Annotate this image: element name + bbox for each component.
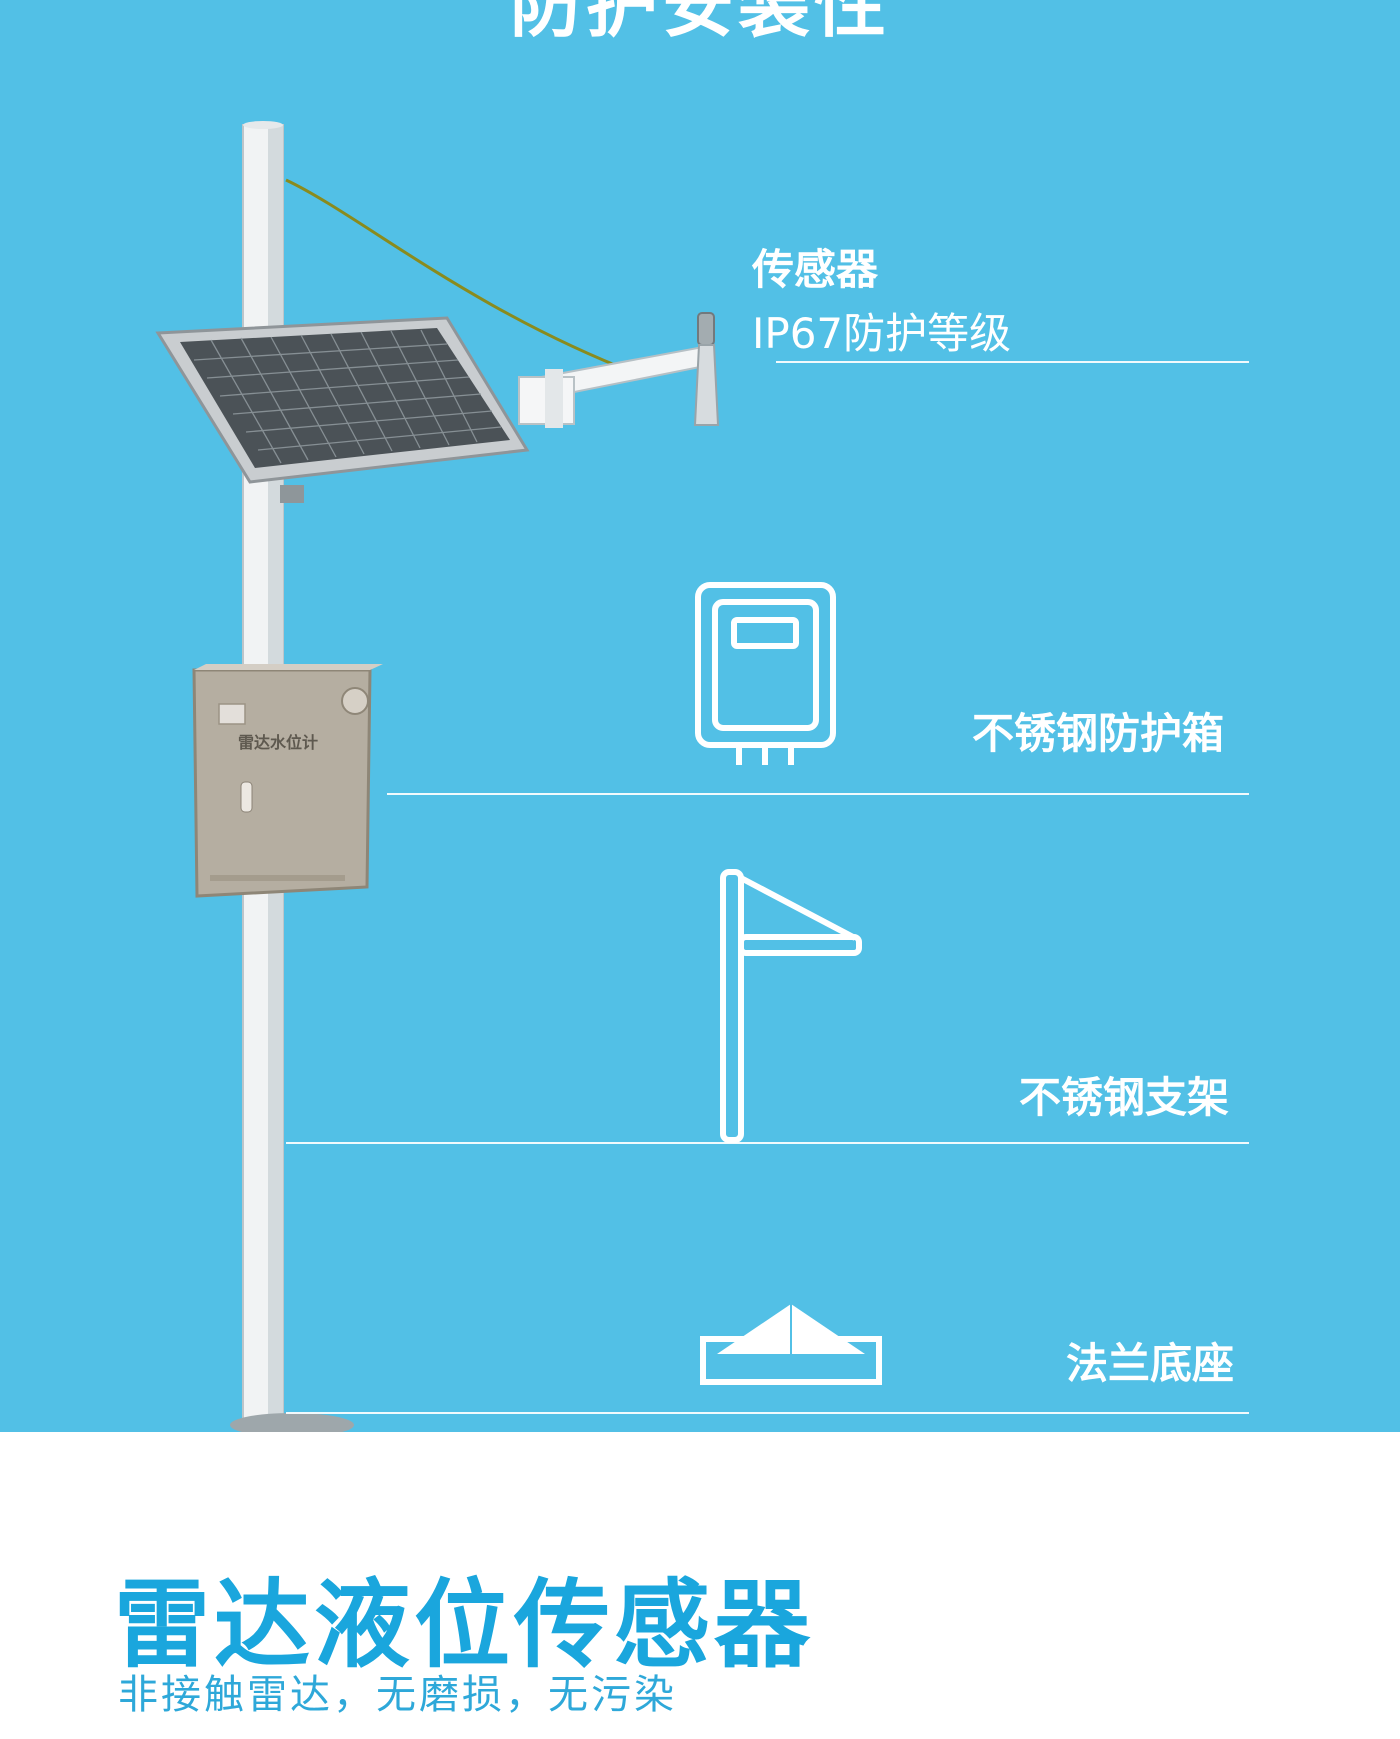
cabinet-divider	[387, 793, 1249, 795]
cabinet-icon	[695, 582, 836, 765]
sensor-divider	[776, 361, 1249, 363]
pole-top	[243, 121, 283, 129]
control-box: 雷达水位计	[192, 664, 383, 898]
flange-base-icon	[700, 1304, 882, 1385]
product-section: 雷达液位传感器 非接触雷达，无磨损，无污染	[0, 1432, 1400, 1739]
support-cable	[285, 178, 641, 377]
base-feature-label: 法兰底座	[1066, 1339, 1235, 1388]
control-box-label: 雷达水位计	[238, 733, 318, 752]
sensor-feature-subtitle: IP67防护等级	[752, 309, 1012, 358]
bracket-icon	[720, 869, 862, 1143]
sensor-feature-title: 传感器	[752, 245, 879, 294]
radar-sensor	[693, 312, 720, 426]
product-title: 雷达液位传感器	[114, 1569, 814, 1681]
hero-title: 防护安装性	[509, 0, 890, 47]
pole-base-shadow	[230, 1413, 354, 1432]
base-divider	[286, 1412, 1249, 1414]
cabinet-feature-label: 不锈钢防护箱	[972, 709, 1225, 758]
radar-pole-illustration: 雷达水位计	[155, 121, 720, 1432]
sensor-arm	[518, 345, 707, 428]
bracket-feature-label: 不锈钢支架	[1019, 1073, 1230, 1122]
bracket-divider	[286, 1142, 1249, 1144]
product-subtitle: 非接触雷达，无磨损，无污染	[118, 1672, 677, 1718]
solar-panel	[155, 316, 530, 503]
hero-section: 防护安装性	[0, 0, 1400, 1432]
